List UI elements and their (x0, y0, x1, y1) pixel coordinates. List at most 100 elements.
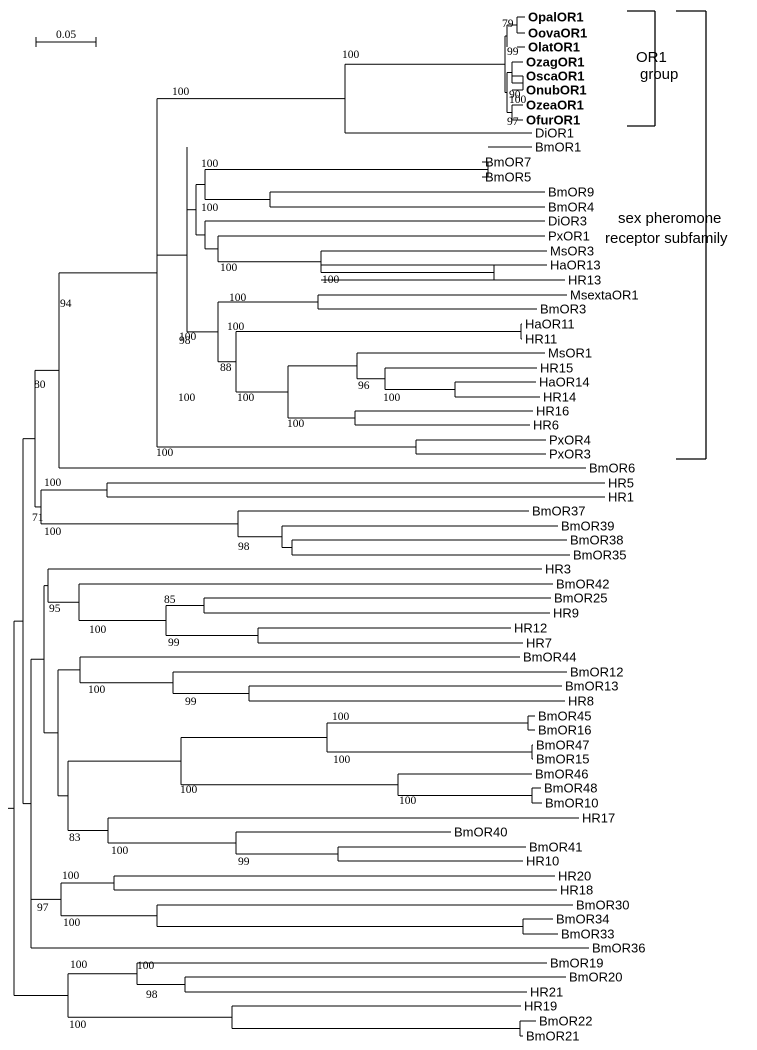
support-value-label: 94 (60, 298, 72, 310)
leaf-label: BmOR16 (538, 723, 591, 738)
support-value-label: 100 (201, 202, 219, 214)
support-value-label: 100 (63, 917, 81, 929)
support-value-label: 96 (358, 380, 370, 392)
tree-branches (8, 16, 605, 1037)
subfamily-label-line2: receptor subfamily (605, 230, 728, 247)
support-value-label: 100 (69, 1019, 87, 1031)
leaf-label: OpalOR1 (528, 10, 584, 25)
leaf-label: BmOR41 (529, 840, 582, 855)
leaf-label: OnubOR1 (526, 83, 587, 98)
support-value-label: 98 (146, 989, 158, 1001)
scale-bar-label: 0.05 (56, 29, 76, 41)
support-value-label: 100 (322, 274, 340, 286)
bootstrap-support-values: 7999901009710010010010010010010010010098… (32, 18, 527, 1031)
leaf-label: BmOR42 (556, 577, 609, 592)
leaf-label: BmOR40 (454, 825, 507, 840)
leaf-label: BmOR46 (535, 767, 588, 782)
leaf-label: BmOR33 (561, 927, 614, 942)
leaf-label: HR8 (568, 694, 594, 709)
support-value-label: 100 (332, 711, 350, 723)
leaf-label: BmOR7 (485, 155, 531, 170)
leaf-label: BmOR5 (485, 170, 531, 185)
leaf-label: HR16 (536, 404, 569, 419)
leaf-label: OzeaOR1 (526, 98, 584, 113)
leaf-label: HaOR14 (539, 375, 590, 390)
support-value-label: 100 (178, 392, 196, 404)
support-value-label: 88 (220, 362, 232, 374)
support-value-label: 100 (229, 292, 247, 304)
leaf-label: OovaOR1 (528, 26, 587, 41)
leaf-label: BmOR10 (545, 796, 598, 811)
support-value-label: 100 (89, 624, 107, 636)
leaf-label: BmOR48 (544, 781, 597, 796)
leaf-label: BmOR30 (576, 898, 629, 913)
scale-bar: 0.05 (35, 29, 97, 47)
leaf-label: HR20 (558, 869, 591, 884)
leaf-label: MsextaOR1 (570, 288, 639, 303)
leaf-label: HR13 (568, 273, 601, 288)
support-value-label: 100 (180, 784, 198, 796)
leaf-label: HR19 (524, 999, 557, 1014)
leaf-label: BmOR36 (592, 941, 645, 956)
or1-group-label-line1: OR1 (636, 49, 667, 66)
leaf-label: BmOR4 (548, 200, 594, 215)
leaf-label: BmOR39 (561, 519, 614, 534)
support-value-label: 98 (238, 541, 250, 553)
leaf-label: HR21 (530, 985, 563, 1000)
support-value-label: 100 (333, 754, 351, 766)
leaf-label: BmOR13 (565, 679, 618, 694)
support-value-label: 100 (70, 959, 88, 971)
support-value-label: 100 (227, 321, 245, 333)
support-value-label: 100 (179, 331, 197, 343)
leaf-label: MsOR3 (550, 244, 594, 259)
support-value-label: 100 (287, 418, 305, 430)
leaf-label: BmOR12 (570, 665, 623, 680)
support-value-label: 100 (237, 392, 255, 404)
leaf-label: BmOR22 (539, 1014, 592, 1029)
leaf-label: BmOR44 (523, 650, 576, 665)
leaf-label: DiOR3 (548, 214, 587, 229)
support-value-label: 100 (509, 94, 527, 106)
leaf-label: OfurOR1 (526, 113, 580, 128)
leaf-label: BmOR47 (536, 738, 589, 753)
leaf-label: HR6 (533, 418, 559, 433)
or1-group-annotation: OR1 group (627, 10, 678, 127)
support-value-label: 99 (507, 46, 519, 58)
support-value-label: 100 (156, 447, 174, 459)
leaf-label: BmOR45 (538, 709, 591, 724)
leaf-label: BmOR25 (554, 591, 607, 606)
support-value-label: 100 (172, 86, 190, 98)
leaf-label: HR9 (553, 606, 579, 621)
support-value-label: 100 (342, 49, 360, 61)
support-value-label: 100 (111, 845, 129, 857)
leaf-label: HaOR13 (550, 258, 601, 273)
support-value-label: 90 (509, 89, 521, 101)
leaf-label: HR17 (582, 811, 615, 826)
leaf-label: BmOR35 (573, 548, 626, 563)
support-value-label: 80 (34, 379, 46, 391)
leaf-label: BmOR15 (536, 752, 589, 767)
support-value-label: 83 (69, 832, 81, 844)
leaf-label: OscaOR1 (526, 69, 585, 84)
leaf-label: HR12 (514, 621, 547, 636)
support-value-label: 79 (502, 18, 514, 30)
leaf-label: HR1 (608, 490, 634, 505)
support-value-label: 99 (185, 696, 197, 708)
leaf-label: BmOR9 (548, 185, 594, 200)
leaf-label: OlatOR1 (528, 40, 580, 55)
leaf-label: HR11 (525, 332, 557, 347)
leaf-label: DiOR1 (535, 126, 574, 141)
support-value-label: 100 (88, 684, 106, 696)
support-value-label: 100 (137, 960, 155, 972)
support-value-label: 99 (168, 637, 180, 649)
leaf-label: BmOR1 (535, 140, 581, 155)
support-value-label: 95 (49, 603, 61, 615)
leaf-label: BmOR3 (540, 302, 586, 317)
leaf-label: BmOR19 (550, 956, 603, 971)
leaf-label: HR3 (545, 562, 571, 577)
support-value-label: 100 (201, 158, 219, 170)
leaf-label: HaOR11 (525, 317, 575, 332)
leaf-label: BmOR34 (556, 912, 609, 927)
support-value-label: 100 (44, 477, 62, 489)
